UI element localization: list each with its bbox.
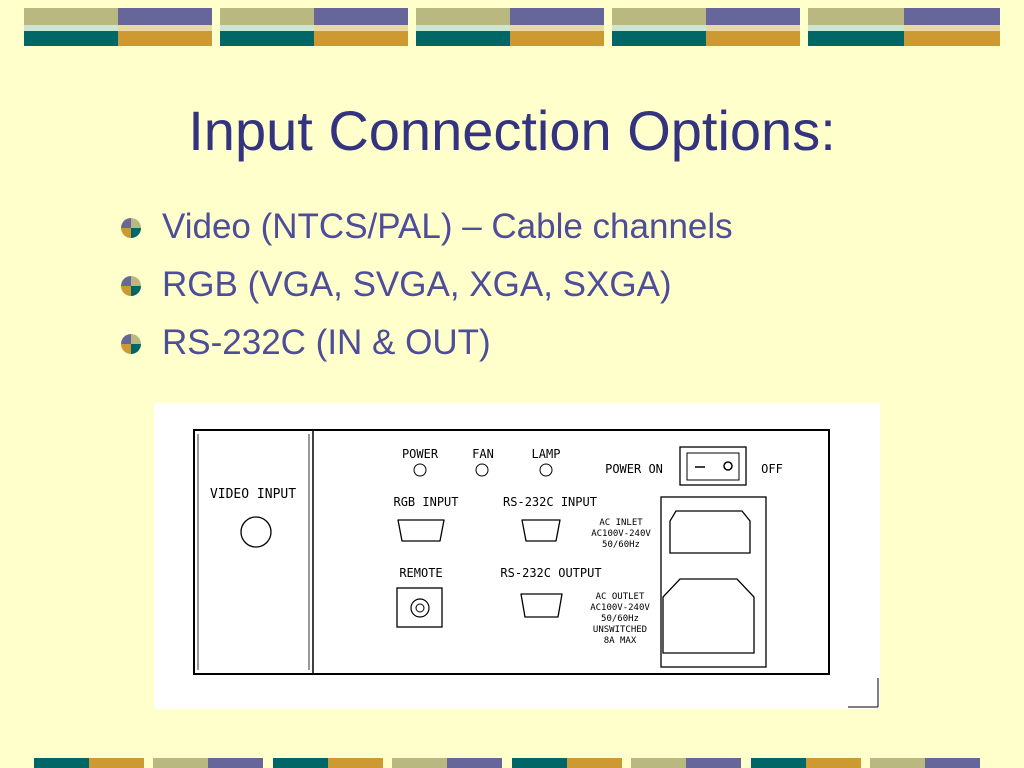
remote-jack	[410, 598, 430, 618]
ac-outlet-line: 8A MAX	[604, 636, 637, 646]
power-led	[413, 463, 427, 477]
lamp-led	[539, 463, 553, 477]
panel-outline	[193, 429, 830, 675]
bullet-text: Video (NTCS/PAL) – Cable channels	[162, 207, 733, 246]
bottom-decorative-band	[34, 758, 980, 768]
rs232c-output-label: RS-232C OUTPUT	[500, 566, 601, 580]
rs232c-input-port	[521, 519, 561, 542]
rgb-input-label: RGB INPUT	[393, 495, 458, 509]
ac-inlet-line: 50/60Hz	[602, 540, 640, 550]
power-on-label: POWER ON	[605, 462, 663, 476]
video-input-label: VIDEO INPUT	[210, 487, 296, 502]
band-block-4	[612, 8, 800, 46]
power-label: POWER	[402, 447, 439, 461]
rear-panel-diagram: VIDEO INPUT POWER FAN LAMP POWER ON OFF …	[154, 403, 880, 709]
bullet-item-rs232c: RS-232C (IN & OUT)	[120, 320, 733, 378]
remote-label: REMOTE	[399, 566, 442, 580]
band-block-1	[24, 8, 212, 46]
quartered-circle-bullet-icon	[121, 276, 141, 296]
rs232c-input-label: RS-232C INPUT	[503, 495, 597, 509]
ac-inlet-socket	[669, 510, 751, 554]
power-switch	[686, 452, 740, 481]
off-label: OFF	[761, 462, 783, 476]
ac-outlet-line: 50/60Hz	[601, 614, 639, 624]
quartered-circle-bullet-icon	[121, 218, 141, 238]
ac-outlet-line: AC OUTLET	[596, 592, 645, 602]
bullet-item-video: Video (NTCS/PAL) – Cable channels	[120, 204, 733, 262]
bullet-text: RS-232C (IN & OUT)	[162, 323, 491, 362]
band-block-5	[808, 8, 1000, 46]
bullet-item-rgb: RGB (VGA, SVGA, XGA, SXGA)	[120, 262, 733, 320]
ac-inlet-line: AC100V-240V	[591, 529, 651, 539]
ac-socket-housing	[660, 496, 767, 668]
band-block-3	[416, 8, 604, 46]
top-decorative-band	[24, 8, 1000, 46]
remote-jack-frame	[396, 587, 443, 628]
rs232c-output-port	[520, 593, 563, 618]
quartered-circle-bullet-icon	[121, 334, 141, 354]
fan-label: FAN	[472, 447, 494, 461]
ac-outlet-line: AC100V-240V	[590, 603, 650, 613]
ac-inlet-line: AC INLET	[599, 518, 643, 528]
slide-title: Input Connection Options:	[188, 99, 836, 162]
bullet-text: RGB (VGA, SVGA, XGA, SXGA)	[162, 265, 672, 304]
video-input-jack	[240, 516, 272, 548]
fan-led	[475, 463, 489, 477]
rgb-input-port	[397, 519, 445, 542]
bullet-list: Video (NTCS/PAL) – Cable channels RGB (V…	[120, 204, 733, 378]
band-block-2	[220, 8, 408, 46]
lamp-label: LAMP	[532, 447, 561, 461]
ac-outlet-line: UNSWITCHED	[593, 625, 647, 635]
rear-panel-drawing: VIDEO INPUT POWER FAN LAMP POWER ON OFF …	[193, 429, 879, 708]
power-switch-frame	[679, 446, 747, 486]
ac-outlet-socket	[662, 578, 755, 654]
